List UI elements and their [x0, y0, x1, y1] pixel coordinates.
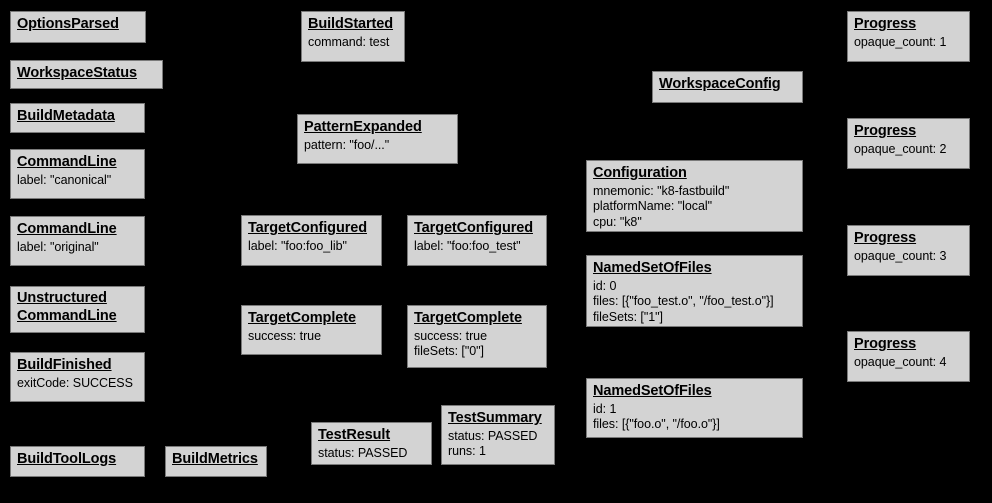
node-title-row: TargetConfigured — [414, 219, 540, 238]
node-title: BuildStarted — [308, 16, 394, 32]
node-title: TargetConfigured — [248, 220, 367, 236]
node-fields: mnemonic: "k8-fastbuild" platformName: "… — [593, 183, 730, 230]
node-title-row: Unstructured CommandLine — [17, 290, 138, 325]
node-title-row: BuildStarted — [308, 15, 398, 34]
node-build-finished[interactable]: BuildFinished exitCode: SUCCESS — [10, 352, 145, 402]
node-fields: pattern: "foo/..." — [304, 137, 390, 152]
node-title-row: BuildToolLogs — [17, 450, 138, 469]
node-title-row: Progress — [854, 335, 963, 354]
node-fields: status: PASSED — [318, 445, 408, 460]
node-fields: opaque_count: 4 — [854, 354, 947, 369]
node-title: CommandLine — [17, 221, 117, 237]
node-title-row: Progress — [854, 229, 963, 248]
node-pattern-expanded[interactable]: PatternExpanded pattern: "foo/..." — [297, 114, 458, 164]
node-title: OptionsParsed — [17, 16, 119, 32]
node-named-set-of-files-1[interactable]: NamedSetOfFiles id: 1 files: [{"foo.o", "… — [586, 378, 803, 438]
node-title: TargetComplete — [414, 310, 522, 326]
node-title-row: TargetComplete — [414, 309, 540, 328]
node-title-row: OptionsParsed — [17, 15, 139, 34]
node-fields: id: 0 files: [{"foo_test.o", "/foo_test.… — [593, 278, 774, 325]
node-fields: opaque_count: 3 — [854, 248, 947, 263]
node-title: BuildMetadata — [17, 108, 115, 124]
node-progress-3[interactable]: Progress opaque_count: 3 — [847, 225, 970, 276]
node-title-row: TargetComplete — [248, 309, 375, 328]
node-fields: command: test — [308, 34, 390, 49]
node-title-row: WorkspaceConfig — [659, 75, 796, 94]
node-test-summary[interactable]: TestSummary status: PASSED runs: 1 — [441, 405, 555, 465]
node-named-set-of-files-0[interactable]: NamedSetOfFiles id: 0 files: [{"foo_test.… — [586, 255, 803, 327]
node-title-row: CommandLine — [17, 153, 138, 172]
node-target-complete-foo-lib[interactable]: TargetComplete success: true — [241, 305, 382, 355]
node-configuration[interactable]: Configuration mnemonic: "k8-fastbuild" pl… — [586, 160, 803, 232]
node-title: NamedSetOfFiles — [593, 260, 712, 276]
node-title: Progress — [854, 230, 917, 246]
node-title: Configuration — [593, 165, 687, 181]
node-fields: label: "foo:foo_lib" — [248, 238, 347, 253]
node-fields: id: 1 files: [{"foo.o", "/foo.o"}] — [593, 401, 720, 432]
node-build-tool-logs[interactable]: BuildToolLogs — [10, 446, 145, 477]
node-title-row: WorkspaceStatus — [17, 64, 156, 83]
node-title: BuildMetrics — [172, 451, 258, 467]
node-title: Unstructured CommandLine — [17, 290, 117, 324]
node-title-row: TestResult — [318, 426, 425, 445]
node-title-row: CommandLine — [17, 220, 138, 239]
node-title: CommandLine — [17, 154, 117, 170]
node-build-metadata[interactable]: BuildMetadata — [10, 103, 145, 133]
node-title-row: Progress — [854, 122, 963, 141]
node-title: BuildFinished — [17, 357, 112, 373]
node-command-line-canonical[interactable]: CommandLine label: "canonical" — [10, 149, 145, 199]
node-options-parsed[interactable]: OptionsParsed — [10, 11, 146, 43]
node-title-row: BuildFinished — [17, 356, 138, 375]
node-command-line-original[interactable]: CommandLine label: "original" — [10, 216, 145, 266]
node-fields: label: "original" — [17, 239, 99, 254]
node-fields: label: "foo:foo_test" — [414, 238, 521, 253]
node-target-configured-foo-lib[interactable]: TargetConfigured label: "foo:foo_lib" — [241, 215, 382, 266]
node-progress-1[interactable]: Progress opaque_count: 1 — [847, 11, 970, 62]
node-fields: label: "canonical" — [17, 172, 112, 187]
node-title: Progress — [854, 123, 917, 139]
node-title: TargetConfigured — [414, 220, 533, 236]
node-title: BuildToolLogs — [17, 451, 117, 467]
node-title-row: BuildMetadata — [17, 107, 138, 126]
node-title: PatternExpanded — [304, 119, 422, 135]
node-workspace-status[interactable]: WorkspaceStatus — [10, 60, 163, 89]
node-progress-2[interactable]: Progress opaque_count: 2 — [847, 118, 970, 169]
node-target-complete-foo-test[interactable]: TargetComplete success: true fileSets: ["… — [407, 305, 547, 368]
node-title: TestResult — [318, 427, 391, 443]
node-title: TestSummary — [448, 410, 542, 426]
node-fields: success: true fileSets: ["0"] — [414, 328, 487, 359]
node-build-started[interactable]: BuildStarted command: test — [301, 11, 405, 62]
node-test-result[interactable]: TestResult status: PASSED — [311, 422, 432, 465]
node-fields: opaque_count: 2 — [854, 141, 947, 156]
node-workspace-config[interactable]: WorkspaceConfig — [652, 71, 803, 103]
node-title: Progress — [854, 336, 917, 352]
node-target-configured-foo-test[interactable]: TargetConfigured label: "foo:foo_test" — [407, 215, 547, 266]
node-fields: success: true — [248, 328, 321, 343]
node-fields: exitCode: SUCCESS — [17, 375, 133, 390]
node-title-row: BuildMetrics — [172, 450, 260, 469]
node-build-metrics[interactable]: BuildMetrics — [165, 446, 267, 477]
node-title-row: PatternExpanded — [304, 118, 451, 137]
node-fields: opaque_count: 1 — [854, 34, 947, 49]
node-title-row: NamedSetOfFiles — [593, 382, 796, 401]
node-title: WorkspaceConfig — [659, 76, 781, 92]
node-title: TargetComplete — [248, 310, 356, 326]
node-title-row: Progress — [854, 15, 963, 34]
node-title: NamedSetOfFiles — [593, 383, 712, 399]
node-title-row: TargetConfigured — [248, 219, 375, 238]
node-title: WorkspaceStatus — [17, 65, 137, 81]
node-title: Progress — [854, 16, 917, 32]
node-progress-4[interactable]: Progress opaque_count: 4 — [847, 331, 970, 382]
node-title-row: NamedSetOfFiles — [593, 259, 796, 278]
node-fields: status: PASSED runs: 1 — [448, 428, 538, 459]
node-unstructured-command-line[interactable]: Unstructured CommandLine — [10, 286, 145, 333]
node-title-row: Configuration — [593, 164, 796, 183]
node-title-row: TestSummary — [448, 409, 548, 428]
